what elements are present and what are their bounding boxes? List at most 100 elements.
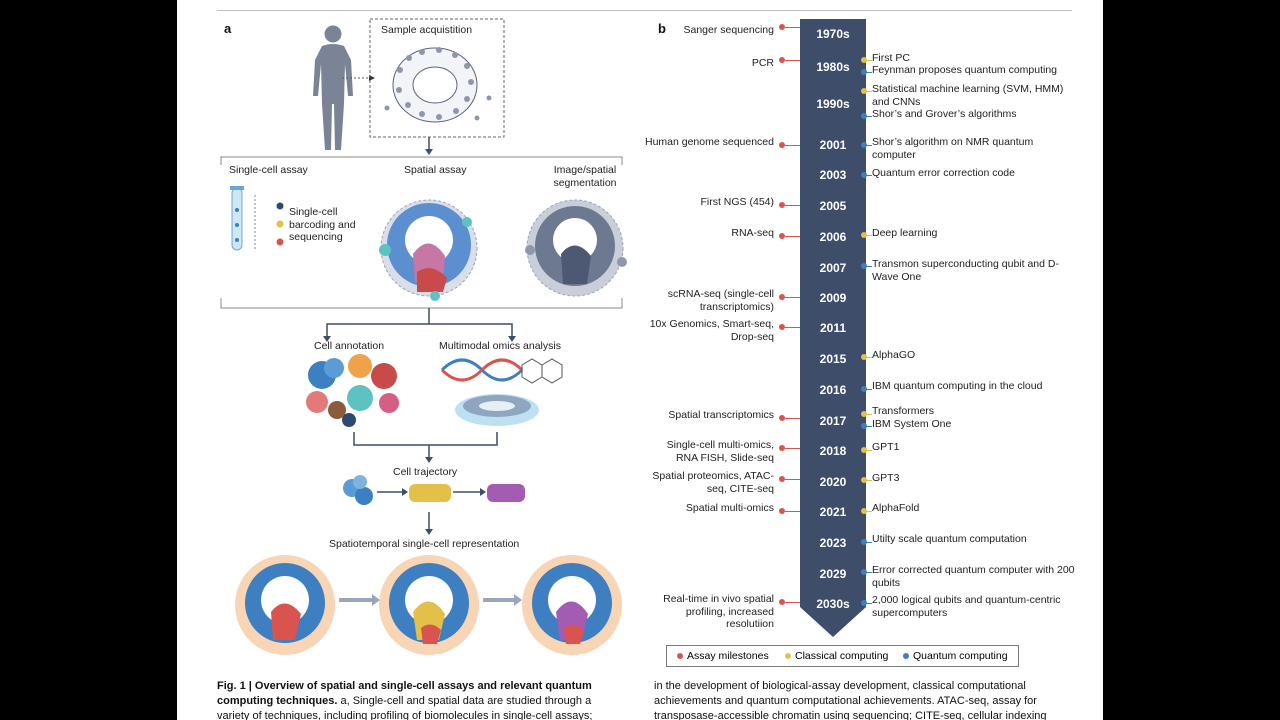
quantum-milestone: Quantum error correction code: [872, 167, 1015, 179]
quantum-connector: [866, 145, 872, 146]
quantum-connector: [866, 72, 872, 73]
classical-dot: [861, 447, 867, 453]
spatiotemporal-icon-3: [522, 555, 622, 655]
assay-milestone: Sanger sequencing: [683, 24, 775, 36]
classical-connector: [866, 480, 872, 481]
assay-dot: [779, 57, 785, 63]
year-1980s: 1980s: [816, 60, 850, 74]
quantum-connector: [866, 266, 872, 267]
classical-connector: [866, 235, 872, 236]
panel-a-label: a: [224, 21, 232, 36]
classical-connector: [866, 450, 872, 451]
quantum-milestone: Feynman proposes quantum computing: [872, 64, 1058, 76]
year-2029: 2029: [819, 567, 847, 581]
year-2023: 2023: [819, 536, 847, 550]
barcode-dot-red: [276, 238, 284, 246]
assay-connector: [785, 327, 800, 328]
quantum-dot: [861, 539, 867, 545]
assay-legend-dot: [677, 653, 683, 659]
classical-dot: [861, 57, 867, 63]
classical-dot: [861, 411, 867, 417]
quantum-connector: [866, 603, 872, 604]
caption-right-2: achievements and quantum computational a…: [654, 695, 1037, 707]
cell-annotation-icon: [306, 354, 399, 427]
top-rule: [217, 10, 1072, 11]
classical-milestone: GPT1: [872, 441, 900, 453]
year-2030s: 2030s: [816, 597, 850, 611]
assay-dot: [779, 508, 785, 514]
petri-dish-icon: [455, 394, 539, 426]
quantum-milestone: Transmon superconducting qubit and D-Wav…: [872, 258, 1059, 283]
assay-dot: [779, 233, 785, 239]
spatiotemporal-icon-1: [235, 555, 335, 655]
classical-dot: [861, 508, 867, 514]
molecule-icon: [521, 358, 563, 384]
panel-b-label: b: [658, 21, 666, 36]
assay-milestone: First NGS (454): [700, 196, 774, 208]
assay-connector: [785, 297, 800, 298]
classical-connector: [866, 60, 872, 61]
quantum-milestone: Utilty scale quantum computation: [872, 533, 1027, 545]
assay-connector: [785, 448, 800, 449]
caption-right-3: transposase-accessible chromatin using s…: [654, 710, 1047, 720]
classical-milestone: Statistical machine learning (SVM, HMM) …: [872, 83, 1064, 108]
year-2015: 2015: [819, 352, 847, 366]
quantum-dot: [861, 386, 867, 392]
test-tube-icon: [230, 186, 244, 251]
quantum-milestone: Shor’s algorithm on NMR quantum computer: [872, 136, 1034, 161]
assay-dot: [779, 445, 785, 451]
classical-connector: [866, 91, 872, 92]
year-2017: 2017: [819, 414, 847, 428]
year-2005: 2005: [819, 199, 847, 213]
spatiotemporal-icon-2: [379, 555, 479, 655]
quantum-dot: [861, 113, 867, 119]
caption-tail: a, Single-cell and spatial data are stud…: [337, 695, 592, 707]
quantum-dot: [861, 423, 867, 429]
year-2006: 2006: [819, 230, 847, 244]
quantum-connector: [866, 175, 872, 176]
classical-dot: [861, 477, 867, 483]
assay-connector: [785, 60, 800, 61]
assay-milestone: RNA-seq: [731, 227, 774, 239]
assay-connector: [785, 205, 800, 206]
dna-helix-icon: [440, 358, 524, 382]
cell-annotation-label: Cell annotation: [314, 340, 385, 352]
quantum-milestone: IBM System One: [872, 418, 952, 430]
quantum-dot: [861, 263, 867, 269]
assay-connector: [785, 418, 800, 419]
quantum-milestone: IBM quantum computing in the cloud: [872, 380, 1043, 392]
assay-dot: [779, 599, 785, 605]
quantum-dot: [861, 142, 867, 148]
single-cell-assay-label: Single-cell assay: [229, 164, 308, 176]
assay-milestone: PCR: [751, 57, 774, 69]
caption-line3: variety of techniques, including profili…: [217, 710, 593, 720]
year-2001: 2001: [819, 138, 847, 152]
quantum-connector: [866, 542, 872, 543]
year-2003: 2003: [819, 168, 847, 182]
classical-connector: [866, 511, 872, 512]
caption-right-1: in the development of biological-assay d…: [654, 680, 1026, 692]
classical-dot: [861, 88, 867, 94]
classical-dot: [861, 354, 867, 360]
assay-dot: [779, 202, 785, 208]
figure-page: a: [177, 0, 1103, 720]
assay-milestone: Spatial proteomics, ATAC-seq, CITE-seq: [652, 470, 774, 495]
multimodal-label: Multimodal omics analysis: [439, 340, 561, 352]
barcode-dot-blue: [276, 202, 284, 210]
classical-milestone: AlphaGO: [872, 349, 916, 361]
classical-milestone: Deep learning: [872, 227, 938, 239]
classical-milestone: Transformers: [872, 405, 935, 417]
quantum-milestone: Shor’s and Grover’s algorithms: [872, 108, 1017, 120]
legend-quantum: Quantum computing: [913, 650, 1008, 662]
barcoding-label: Single-cell barcoding and sequencing: [289, 206, 356, 243]
assay-connector: [785, 27, 800, 28]
segmentation-icon: [525, 199, 627, 297]
year-2016: 2016: [819, 383, 847, 397]
year-1990s: 1990s: [816, 97, 850, 111]
assay-dot: [779, 476, 785, 482]
cell-trajectory-label: Cell trajectory: [393, 466, 458, 478]
image-segmentation-label: Image/spatial segmentation: [553, 164, 617, 189]
year-2020: 2020: [819, 475, 847, 489]
classical-connector: [866, 357, 872, 358]
classical-milestone: AlphaFold: [872, 502, 920, 514]
